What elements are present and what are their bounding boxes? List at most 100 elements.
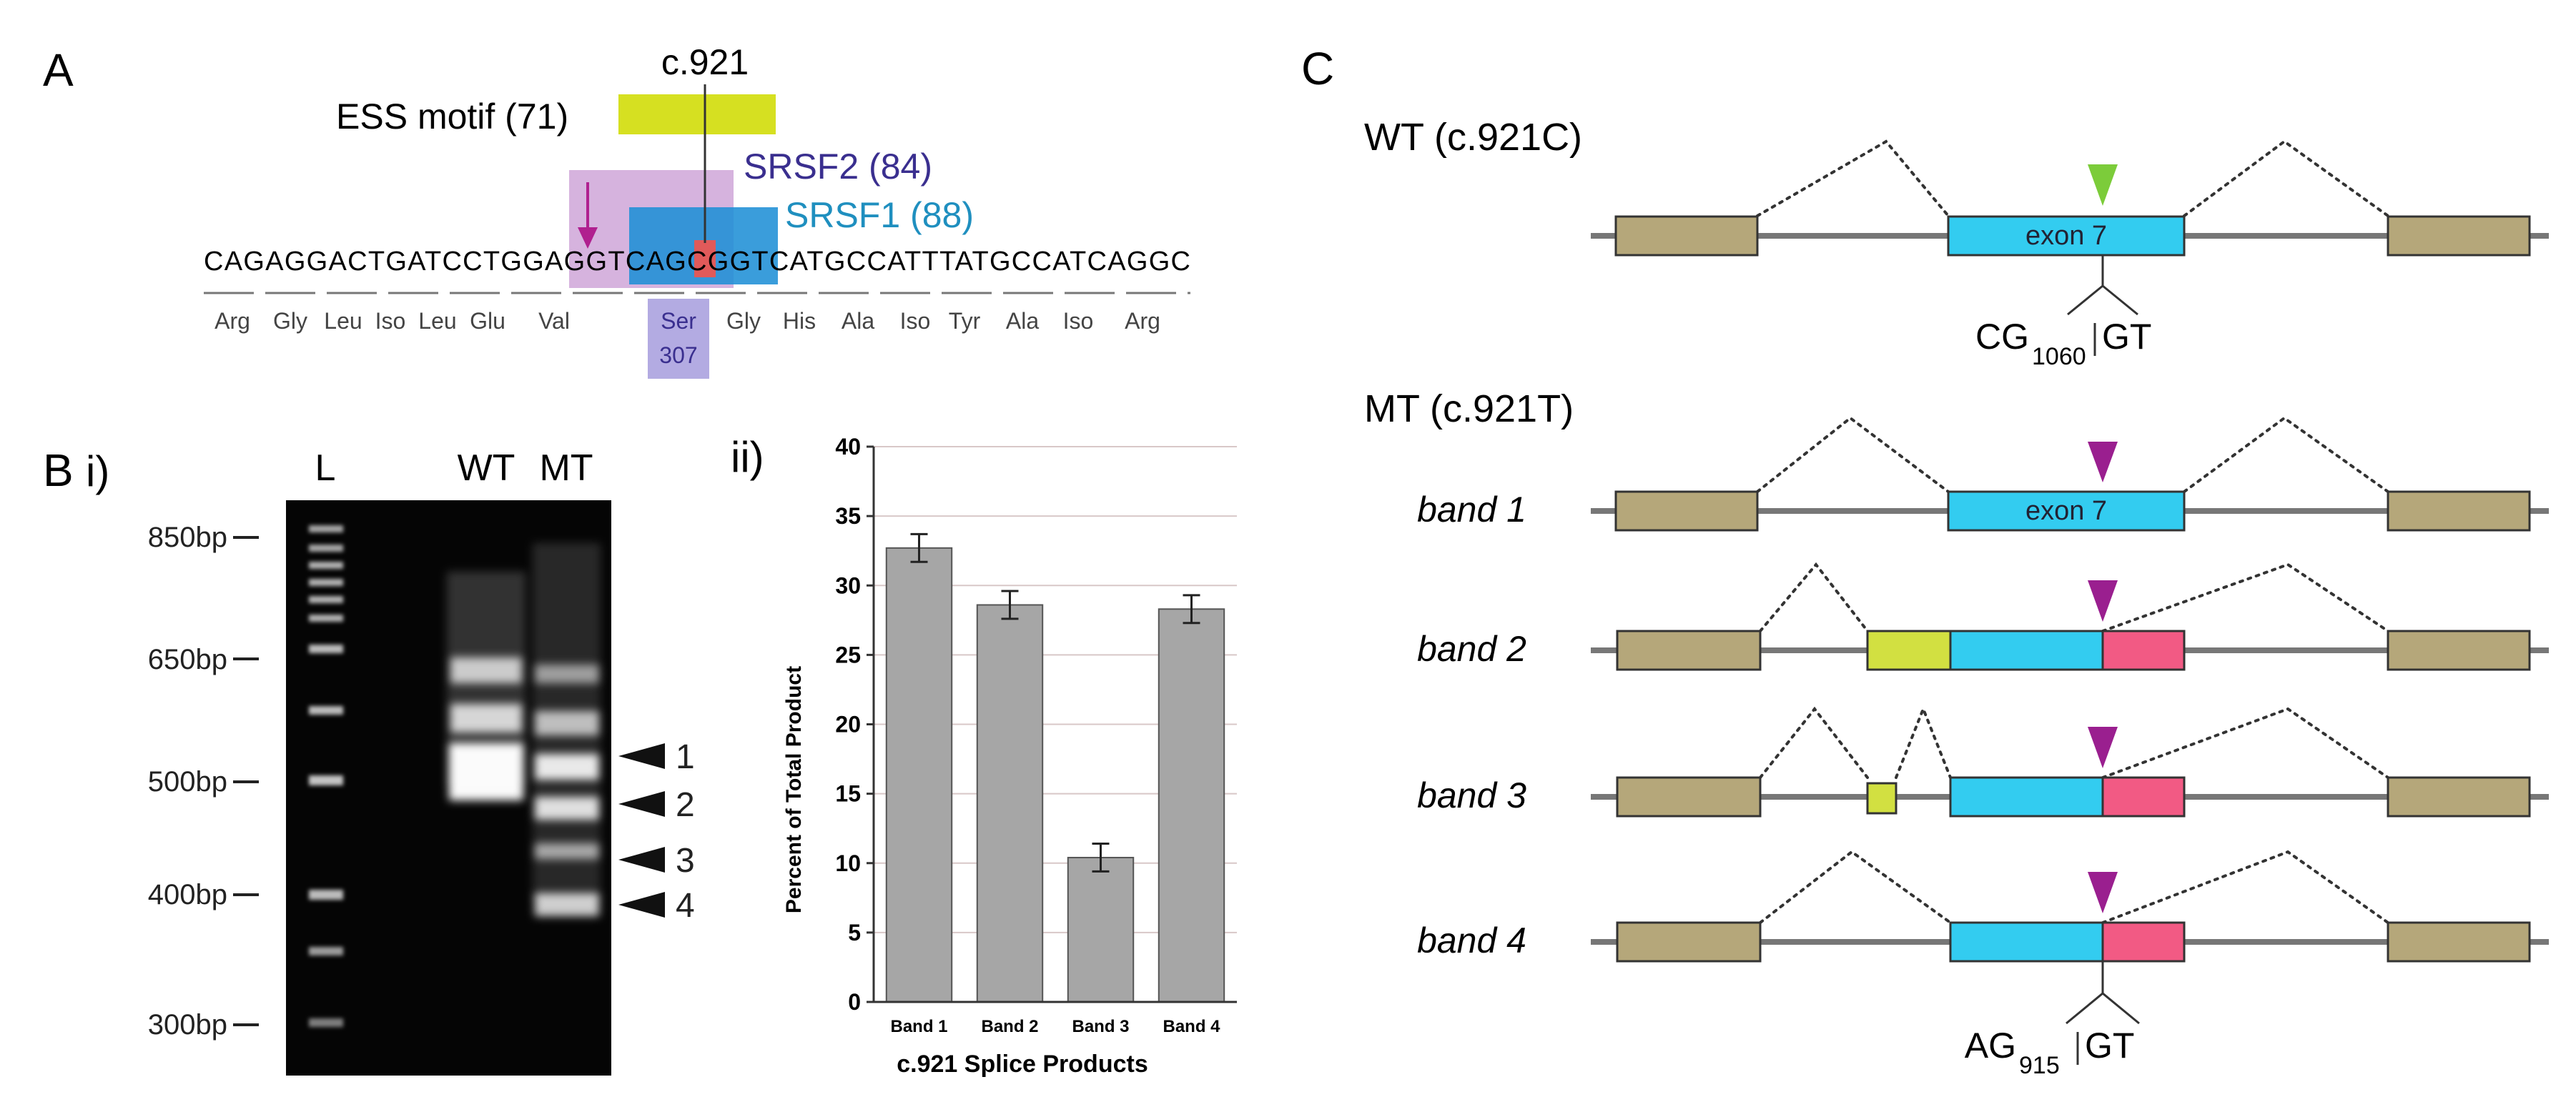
band-2-marker: 2 — [676, 786, 695, 824]
ser-highlight-box — [648, 299, 709, 379]
mt-lane — [533, 543, 601, 916]
panel-a-label: A — [43, 44, 74, 96]
band-1-arrow-icon — [618, 743, 665, 769]
mt-site-main: AG — [1965, 1026, 2016, 1066]
panel-c: C WT (c.921C) MT (c.921T) exon 7 CG 1060… — [1301, 43, 2549, 1079]
srsf2-label: SRSF2 (84) — [744, 147, 932, 187]
chart-x-label: c.921 Splice Products — [897, 1051, 1148, 1078]
ladder-label-300: 300bp — [148, 1009, 227, 1041]
mt-site-sub: 915 — [2019, 1052, 2060, 1079]
band-4-arrow-icon — [2088, 872, 2118, 913]
chart-y-tick-label: 5 — [848, 920, 861, 945]
panel-b-ii-label: ii) — [731, 433, 764, 481]
band-4-marker: 4 — [676, 887, 695, 925]
aa-9: Gly — [726, 308, 761, 334]
band-1-marker: 1 — [676, 738, 695, 776]
wt-site-end: GT — [2102, 317, 2151, 357]
ess-motif-label: ESS motif (71) — [336, 96, 568, 136]
aa-12: Iso — [900, 308, 931, 334]
ladder-label-500: 500bp — [148, 766, 227, 798]
aa-1: Arg — [214, 308, 250, 334]
band-3-label: band 3 — [1417, 775, 1526, 815]
band-1-label: band 1 — [1417, 490, 1526, 530]
band-3-marker: 3 — [676, 842, 695, 880]
lane-label-wt: WT — [458, 447, 515, 489]
wt-title: WT (c.921C) — [1364, 116, 1582, 159]
band-4-arrow-icon — [618, 892, 665, 918]
band-4-label: band 4 — [1417, 920, 1526, 960]
lane-label-ladder: L — [315, 447, 336, 489]
chart-bar — [885, 547, 953, 1003]
band-2-arrow-icon — [618, 791, 665, 817]
chart-x-tick-label: Band 1 — [890, 1017, 947, 1036]
splice-arrow-icon — [578, 227, 598, 249]
chart-x-tick-label: Band 4 — [1163, 1017, 1220, 1036]
ladder-label-650: 650bp — [148, 644, 227, 675]
chart-bar — [1067, 856, 1135, 1003]
chart-bar — [976, 604, 1044, 1003]
aa-3: Leu — [324, 308, 362, 334]
chart-y-tick-label: 25 — [835, 642, 861, 667]
chart-x-tick-label: Band 3 — [1072, 1017, 1129, 1036]
panel-c-label: C — [1301, 43, 1334, 94]
chart-y-tick-label: 40 — [835, 434, 861, 460]
aa-2: Gly — [273, 308, 307, 334]
wt-exon7-label: exon 7 — [2025, 221, 2107, 251]
ladder-ticks — [233, 536, 259, 1026]
lane-label-mt: MT — [539, 447, 593, 489]
mutation-highlight — [694, 240, 716, 277]
wt-transcript: exon 7 CG 1060 GT — [1591, 139, 2549, 370]
ladder-label-850: 850bp — [148, 522, 227, 553]
panel-b-label: B — [43, 445, 74, 496]
chart-x-ticks: Band 1 Band 2 Band 3 Band 4 — [890, 1017, 1220, 1036]
wt-position-arrow-icon — [2088, 164, 2118, 206]
wt-site-sub: 1060 — [2032, 343, 2086, 370]
ladder-label-400: 400bp — [148, 879, 227, 910]
band-2-arrow-icon — [2088, 580, 2118, 622]
chart-bar — [1158, 608, 1225, 1003]
aa-6: Glu — [470, 308, 505, 334]
chart-y-tick-label: 35 — [835, 503, 861, 529]
panel-b-i-label: i) — [86, 447, 109, 495]
c921-label: c.921 — [661, 42, 749, 82]
mt-title: MT (c.921T) — [1364, 387, 1574, 430]
wt-site-main: CG — [1975, 317, 2029, 357]
wt-lane — [447, 572, 525, 800]
aa-5: Leu — [418, 308, 456, 334]
chart-y-tick-label: 30 — [835, 572, 861, 598]
band-2-label: band 2 — [1417, 629, 1526, 669]
wt-exon6 — [1614, 215, 1759, 257]
wt-exon7 — [1947, 215, 2186, 257]
band-4-transcript: band 4 AG 915 GT — [1417, 850, 2549, 1079]
chart-x-tick-label: Band 2 — [981, 1017, 1038, 1036]
aa-16: Arg — [1125, 308, 1160, 334]
srsf1-label: SRSF1 (88) — [785, 195, 974, 235]
band-3-arrow-icon — [618, 847, 665, 873]
chart-y-tick-label: 15 — [835, 781, 861, 807]
aa-8: Ser — [661, 308, 696, 334]
aa-4: Iso — [375, 308, 406, 334]
aa-7: Val — [538, 308, 570, 334]
mt-site-end: GT — [2085, 1026, 2134, 1066]
aa-13: Tyr — [949, 308, 981, 334]
ser-number: 307 — [659, 342, 697, 368]
band-1-exon7-label: exon 7 — [2025, 496, 2107, 526]
chart-bars — [885, 532, 1225, 1003]
aa-10: His — [783, 308, 816, 334]
dna-sequence: CAGAGGACTGATCCTGGAGGTCAGCGGTCATGCCATTTAT… — [204, 247, 1190, 277]
aa-15: Iso — [1063, 308, 1094, 334]
panel-b: B i) L WT MT — [43, 445, 695, 1076]
wt-exon8 — [2387, 215, 2531, 257]
aa-14: Ala — [1006, 308, 1039, 334]
ladder-lane — [309, 525, 343, 1027]
aa-11: Ala — [842, 308, 874, 334]
band-2-transcript: band 2 — [1417, 562, 2549, 671]
band-3-transcript: band 3 — [1417, 705, 2549, 818]
chart-y-label: Percent of Total Product — [782, 666, 806, 913]
band-1-arrow-icon — [2088, 442, 2118, 482]
chart-y-tick-label: 0 — [848, 989, 861, 1015]
panel-a: A ESS motif (71) SRSF2 (84) SRSF1 (88) c… — [43, 42, 1190, 379]
